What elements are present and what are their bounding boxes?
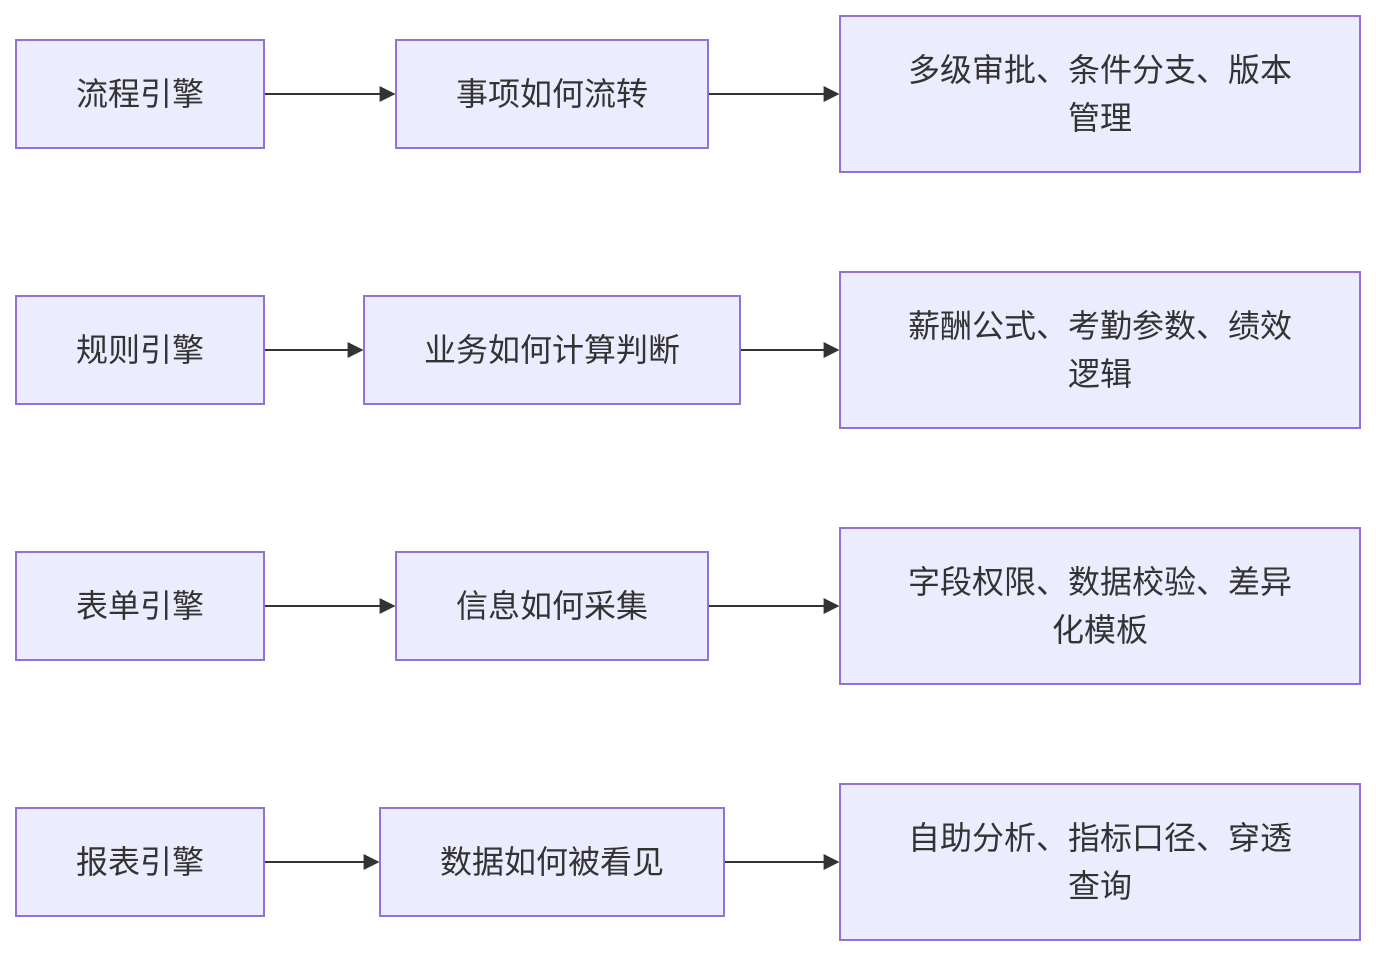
node-rule-purpose: 业务如何计算判断: [363, 295, 741, 405]
node-process-purpose: 事项如何流转: [395, 39, 709, 149]
node-rule-detail: 薪酬公式、考勤参数、绩效逻辑: [839, 271, 1361, 429]
node-label: 规则引擎: [75, 331, 204, 369]
node-process-engine: 流程引擎: [15, 39, 265, 149]
node-form-purpose: 信息如何采集: [395, 551, 709, 661]
node-label: 字段权限、数据校验、差异化模板: [907, 563, 1292, 649]
node-label: 事项如何流转: [455, 75, 648, 113]
node-label: 多级审批、条件分支、版本管理: [907, 51, 1292, 137]
node-label: 自助分析、指标口径、穿透查询: [907, 819, 1292, 905]
node-report-engine: 报表引擎: [15, 807, 265, 917]
node-process-detail: 多级审批、条件分支、版本管理: [839, 15, 1361, 173]
node-label: 数据如何被看见: [439, 843, 664, 881]
node-report-detail: 自助分析、指标口径、穿透查询: [839, 783, 1361, 941]
node-label: 报表引擎: [75, 843, 204, 881]
node-label: 表单引擎: [75, 587, 204, 625]
node-label: 流程引擎: [75, 75, 204, 113]
node-rule-engine: 规则引擎: [15, 295, 265, 405]
node-report-purpose: 数据如何被看见: [379, 807, 725, 917]
node-label: 业务如何计算判断: [423, 331, 680, 369]
node-label: 薪酬公式、考勤参数、绩效逻辑: [907, 307, 1292, 393]
node-form-engine: 表单引擎: [15, 551, 265, 661]
node-form-detail: 字段权限、数据校验、差异化模板: [839, 527, 1361, 685]
node-label: 信息如何采集: [455, 587, 648, 625]
